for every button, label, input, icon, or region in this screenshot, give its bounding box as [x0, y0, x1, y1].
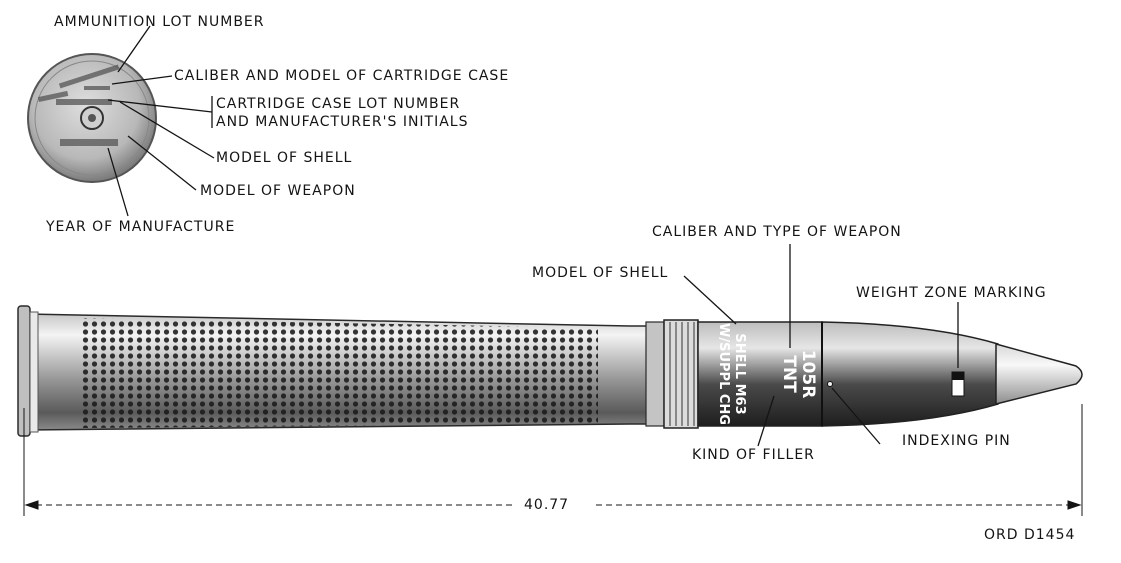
- cartridge-base: [27, 53, 157, 183]
- dimension-value: 40.77: [524, 497, 570, 513]
- shell-marking-caliber: 105R: [798, 350, 818, 399]
- label-cartridge-case-lot-line2: AND MANUFACTURER'S INITIALS: [216, 114, 469, 130]
- shell-marking-filler: TNT: [779, 355, 799, 393]
- dimension-line: [23, 404, 1083, 516]
- label-weight-zone-marking: WEIGHT ZONE MARKING: [856, 285, 1047, 301]
- rotating-band: [663, 319, 699, 429]
- base-rim: [34, 60, 150, 176]
- label-year-of-manufacture: YEAR OF MANUFACTURE: [46, 219, 236, 235]
- label-model-of-shell-round: MODEL OF SHELL: [532, 265, 669, 281]
- shell-marking-supplement: W/SUPPL CHG: [716, 323, 731, 425]
- label-caliber-type-weapon: CALIBER AND TYPE OF WEAPON: [652, 224, 902, 240]
- drawing-number: ORD D1454: [984, 527, 1076, 543]
- label-cartridge-case-lot-line1: CARTRIDGE CASE LOT NUMBER: [216, 96, 461, 112]
- base-stampings: [37, 64, 120, 146]
- label-ammunition-lot-number: AMMUNITION LOT NUMBER: [54, 14, 265, 30]
- shell-marking-model: SHELL M63: [732, 333, 747, 414]
- label-model-of-shell-base: MODEL OF SHELL: [216, 150, 353, 166]
- label-caliber-model-cartridge-case: CALIBER AND MODEL OF CARTRIDGE CASE: [174, 68, 510, 84]
- label-kind-of-filler: KIND OF FILLER: [692, 447, 815, 463]
- primer-center: [88, 114, 96, 122]
- label-indexing-pin: INDEXING PIN: [902, 433, 1011, 449]
- perforated-charge-area: [82, 318, 598, 428]
- complete-round: 105R TNT SHELL M63 W/SUPPL CHG: [17, 305, 1083, 437]
- case-mouth: [645, 321, 665, 427]
- projectile-ogive: [821, 321, 999, 427]
- label-model-of-weapon: MODEL OF WEAPON: [200, 183, 356, 199]
- indexing-pin: [827, 381, 833, 387]
- fuze-nose: [995, 343, 1083, 405]
- leader-lines: [107, 25, 959, 447]
